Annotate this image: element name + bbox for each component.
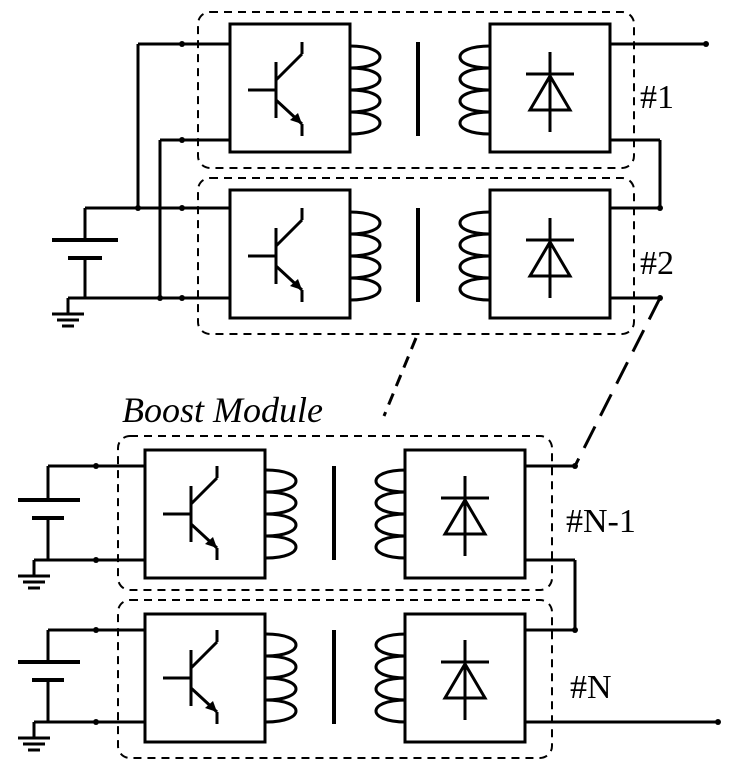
module-1: #1 — [197, 11, 674, 169]
module-n-boundary — [117, 599, 553, 759]
module-n-label: #N — [570, 669, 612, 706]
module-n-transformer-icon — [264, 628, 408, 726]
module-n-switch-block — [143, 612, 267, 744]
module-n-minus-1-label: #N-1 — [566, 503, 636, 540]
module-1-boundary — [197, 11, 635, 169]
module-n-minus-1-transistor-icon — [161, 464, 219, 562]
boost-module-pointer — [382, 337, 418, 417]
module-n-minus-1-rectifier-block — [403, 448, 527, 580]
module-n-minus-1-boundary — [117, 435, 553, 591]
module-1-diode-icon — [524, 50, 576, 134]
module-1-rectifier-block — [488, 22, 612, 154]
module-2-transistor-icon — [246, 206, 304, 304]
module-1-transformer-icon — [348, 40, 492, 138]
top-input-wiring — [52, 41, 230, 328]
module-2-label: #2 — [640, 245, 674, 282]
top-output-wiring — [573, 41, 709, 467]
module-n-minus-1-switch-block — [143, 448, 267, 580]
module-n-transistor-icon — [161, 628, 219, 726]
module-n-diode-icon — [439, 638, 491, 722]
module-n-minus-1-diode-icon — [439, 474, 491, 558]
module-2-transformer-icon — [348, 206, 492, 304]
module-2-rectifier-block — [488, 188, 612, 320]
module-n-minus-1-transformer-icon — [264, 464, 408, 562]
module-1-switch-block — [228, 22, 352, 154]
module-2-switch-block — [228, 188, 352, 320]
module-2-boundary — [197, 177, 635, 335]
module-1-transistor-icon — [246, 40, 304, 138]
module-2-diode-icon — [524, 216, 576, 300]
boost-module-label: Boost Module — [122, 390, 323, 430]
module-n-minus-1: #N-1 — [18, 435, 636, 591]
module-n: #N — [18, 560, 721, 759]
module-2: #2 — [197, 177, 674, 335]
module-n-rectifier-block — [403, 612, 527, 744]
module-1-label: #1 — [640, 79, 674, 116]
